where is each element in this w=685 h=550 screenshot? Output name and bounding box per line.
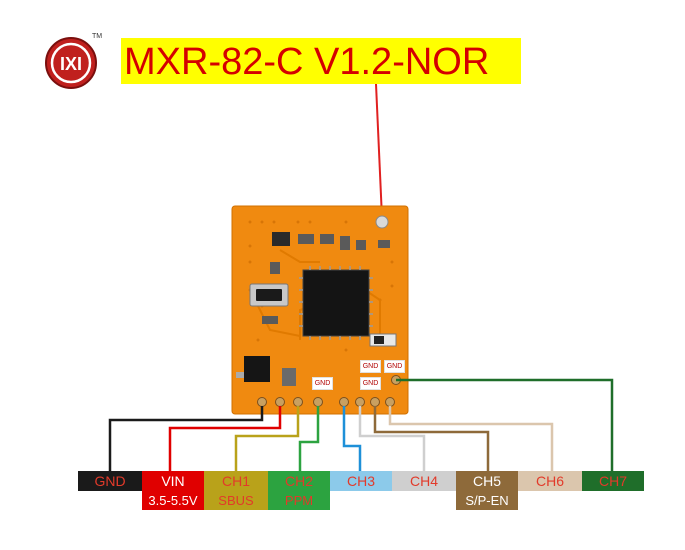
- pin-label-gnd: GND: [78, 471, 142, 491]
- pin-label-ch6: CH6: [518, 471, 582, 491]
- pin-sub-ch5: S/P-EN: [456, 491, 518, 510]
- smd-components: [236, 232, 397, 386]
- gnd-tag: GND: [384, 360, 405, 373]
- pin-label-ch5: CH5: [456, 471, 518, 491]
- title-banner: [121, 38, 521, 84]
- antenna-wire: [375, 83, 383, 219]
- page-title: MXR-82-C V1.2-NOR: [124, 41, 490, 83]
- pin-sub-ch2: PPM: [268, 491, 330, 510]
- chip-pins: [299, 266, 373, 340]
- pcb-traces: [254, 249, 381, 340]
- gnd-tag: GND: [312, 377, 333, 390]
- pin-label-ch2: CH2: [268, 471, 330, 491]
- gnd-tag: GND: [360, 377, 381, 390]
- pin-label-ch4: CH4: [392, 471, 456, 491]
- pin-sub-vin: 3.5-5.5V: [142, 491, 204, 510]
- gnd-tag: GND: [360, 360, 381, 373]
- wires: [108, 378, 614, 472]
- crystal-window: [256, 289, 282, 301]
- pin-label-ch3: CH3: [330, 471, 392, 491]
- antenna-pad: [375, 215, 389, 229]
- brand-logo: IXI: [45, 37, 97, 89]
- logo-text: IXI: [60, 54, 82, 74]
- pin-sub-ch1: SBUS: [204, 491, 268, 510]
- pin-label-ch1: CH1: [204, 471, 268, 491]
- pin-label-vin: VIN: [142, 471, 204, 491]
- pin-label-ch7: CH7: [582, 471, 644, 491]
- trademark-mark: TM: [92, 33, 103, 40]
- main-chip: [302, 269, 370, 337]
